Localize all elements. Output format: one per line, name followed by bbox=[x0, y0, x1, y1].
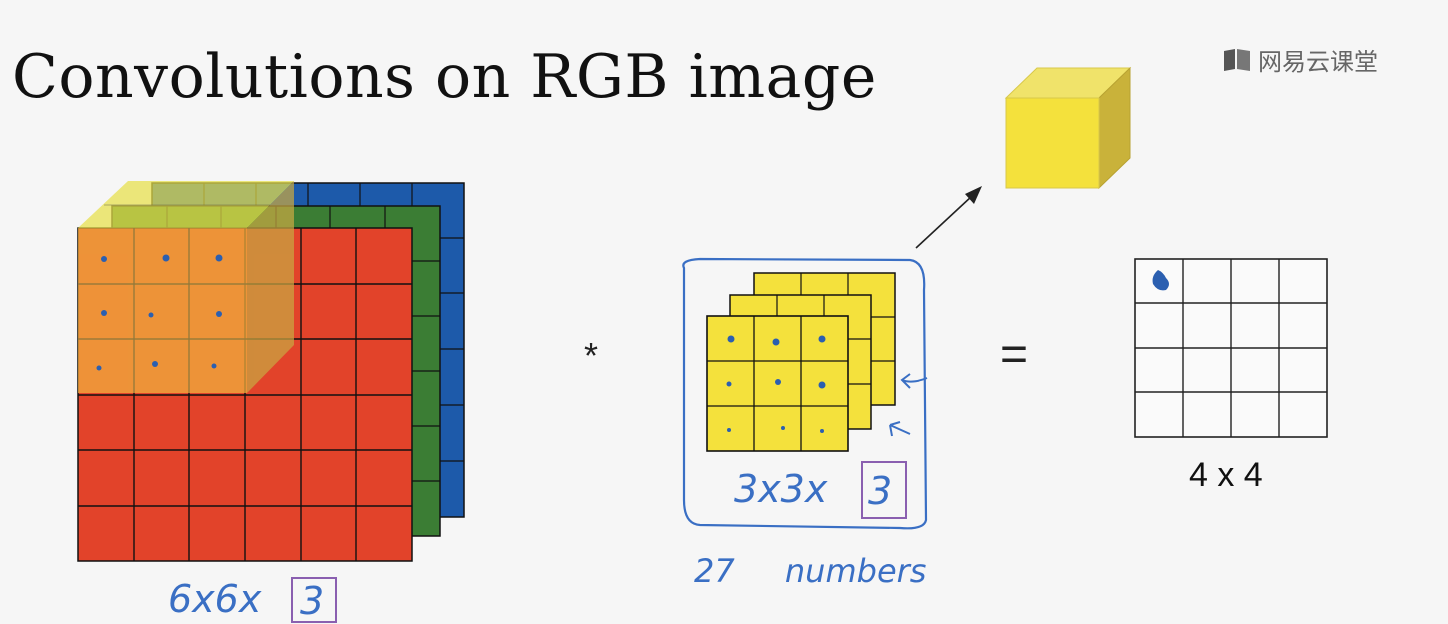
filter-overlay bbox=[78, 181, 294, 393]
arrow-icon bbox=[915, 186, 982, 249]
output-dimension-label: 4 x 4 bbox=[1189, 456, 1263, 494]
input-dimension-boxed: 3 bbox=[300, 579, 324, 623]
slide-title: Convolutions on RGB image bbox=[12, 42, 877, 112]
input-dimension-prefix: 6x6x bbox=[168, 577, 262, 621]
filter-count-note: 27 numbers bbox=[694, 552, 926, 590]
filter-volume bbox=[682, 257, 928, 530]
input-volume bbox=[77, 181, 465, 562]
equals-operator: = bbox=[1000, 328, 1028, 381]
cube-icon bbox=[1004, 66, 1132, 190]
convolve-operator: * bbox=[584, 335, 598, 376]
filter-dimension-boxed: 3 bbox=[868, 469, 892, 513]
watermark: 网易云课堂 bbox=[1222, 42, 1378, 77]
book-logo-icon bbox=[1224, 48, 1250, 71]
filter-dimension-prefix: 3x3x bbox=[734, 467, 828, 511]
filter-layer-front bbox=[706, 315, 849, 452]
watermark-text: 网易云课堂 bbox=[1258, 48, 1378, 76]
overlay-dots bbox=[96, 254, 223, 371]
output-grid bbox=[1134, 258, 1328, 438]
input-dimension-annotation: 6x6x 3 bbox=[168, 577, 337, 623]
output-first-cell-mark bbox=[1152, 270, 1169, 291]
filter-dimension-annotation: 3x3x 3 bbox=[734, 461, 907, 519]
